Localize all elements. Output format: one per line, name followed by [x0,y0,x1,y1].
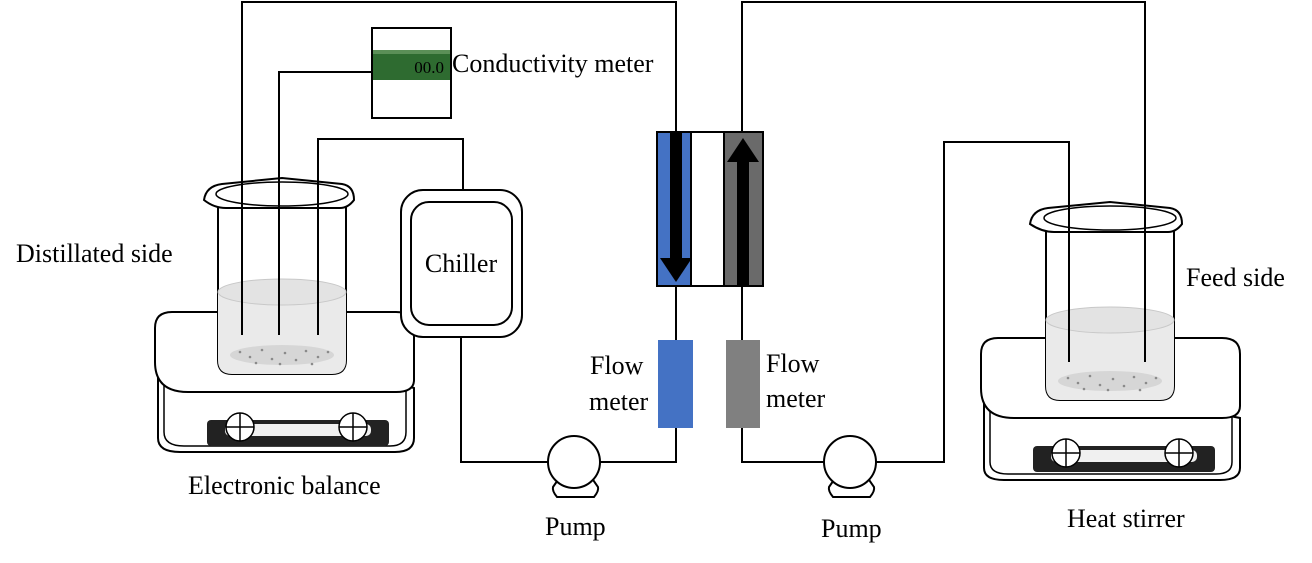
flow-meter-right [726,340,760,428]
balance-knob-left [225,412,255,442]
membrane-module [656,131,764,287]
electronic-balance-label: Electronic balance [188,471,381,500]
balance-knob-right [338,412,368,442]
heat-stirrer-label: Heat stirrer [1067,504,1185,533]
up-arrow-icon [727,138,759,286]
stirrer-knob-right [1164,438,1194,468]
down-arrow-icon [660,132,692,282]
flow-meter-right-label-line2: meter [766,384,826,413]
feed-return-line [741,1,1146,362]
flow-meter-left [658,340,693,428]
conductivity-meter-label: Conductivity meter [452,49,654,78]
distillate-return-line [241,1,677,318]
chiller [400,189,523,338]
flow-meter-left-label-line1: Flow [590,351,644,380]
pump-left [547,435,601,498]
feed-beaker [1028,200,1184,401]
pump-right [823,435,877,498]
membrane [690,131,725,287]
feed-side-label: Feed side [1186,263,1285,292]
meter-display [373,50,450,80]
flowmeter-right-to-pump [741,428,824,463]
conductivity-meter: 00.0 [371,27,452,119]
pump-right-label: Pump [821,514,882,543]
chiller-label: Chiller [425,249,498,278]
pump-left-label: Pump [545,512,606,541]
flow-meter-left-label-line2: meter [589,387,649,416]
pump-left-to-flowmeter [600,428,677,463]
stirrer-knob-left [1051,438,1081,468]
flow-meter-right-label-line1: Flow [766,349,820,378]
chiller-outlet-line [460,338,548,463]
distillate-beaker [202,176,356,375]
distillated-side-label: Distillated side [16,239,173,268]
meter-display-value: 00.0 [414,58,444,77]
